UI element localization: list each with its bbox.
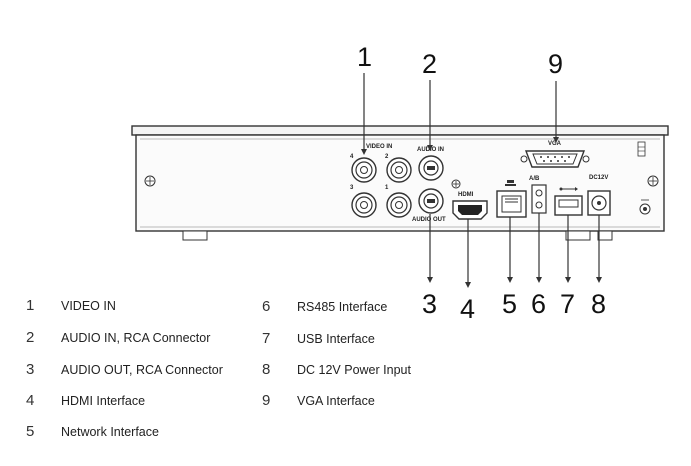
callout-6: 6 bbox=[531, 289, 546, 319]
legend-number: 6 bbox=[262, 298, 271, 315]
legend-item-4: 4 HDMI Interface bbox=[26, 392, 145, 409]
screw-right-icon bbox=[647, 175, 659, 187]
legend-text: USB Interface bbox=[297, 332, 375, 346]
legend-number: 5 bbox=[26, 423, 35, 440]
legend-text: HDMI Interface bbox=[61, 394, 146, 408]
video-in-group: VIDEO IN 4 2 3 1 bbox=[350, 144, 412, 218]
callout-2: 2 bbox=[422, 49, 437, 79]
video-in-label: VIDEO IN bbox=[366, 144, 392, 150]
callout-9: 9 bbox=[548, 49, 563, 79]
network-port bbox=[496, 180, 527, 218]
legend-item-2: 2 AUDIO IN, RCA Connector bbox=[26, 329, 210, 346]
vent-icon bbox=[637, 141, 646, 157]
legend-number: 8 bbox=[262, 361, 271, 378]
callout-arrows bbox=[361, 73, 602, 288]
callout-7: 7 bbox=[560, 289, 575, 319]
channel-3-label: 3 bbox=[350, 185, 354, 191]
channel-4-label: 4 bbox=[350, 154, 354, 160]
ab-label: A/B bbox=[529, 176, 540, 182]
legend-number: 3 bbox=[26, 361, 35, 378]
legend-text: RS485 Interface bbox=[297, 300, 388, 314]
legend-item-1: 1 VIDEO IN bbox=[26, 297, 116, 314]
channel-1-label: 1 bbox=[385, 185, 389, 191]
legend-number: 4 bbox=[26, 392, 35, 409]
legend-item-6: 6 RS485 Interface bbox=[262, 298, 387, 315]
callout-1: 1 bbox=[357, 42, 372, 72]
callout-8: 8 bbox=[591, 289, 606, 319]
legend-text: AUDIO OUT, RCA Connector bbox=[61, 363, 223, 377]
ground-icon bbox=[639, 199, 651, 215]
bnc-connector-2-icon bbox=[386, 157, 412, 183]
legend-number: 9 bbox=[262, 392, 271, 409]
callout-5: 5 bbox=[502, 289, 517, 319]
legend-item-9: 9 VGA Interface bbox=[262, 392, 375, 409]
legend-number: 2 bbox=[26, 329, 35, 346]
bnc-connector-1-icon bbox=[386, 192, 412, 218]
channel-2-label: 2 bbox=[385, 154, 389, 160]
ground-screw-icon bbox=[451, 179, 461, 189]
vga-label: VGA bbox=[548, 141, 562, 147]
legend-text: Network Interface bbox=[61, 425, 159, 439]
legend-text: DC 12V Power Input bbox=[297, 363, 411, 377]
dc-power-port: DC12V bbox=[587, 175, 611, 216]
hdmi-port: HDMI bbox=[452, 192, 488, 220]
network-icon bbox=[505, 180, 516, 186]
legend-item-8: 8 DC 12V Power Input bbox=[262, 361, 411, 378]
legend-number: 1 bbox=[26, 297, 35, 314]
audio-out-label: AUDIO OUT bbox=[412, 217, 446, 223]
device-chassis bbox=[131, 125, 669, 241]
bnc-connector-3-icon bbox=[351, 192, 377, 218]
legend-number: 7 bbox=[262, 330, 271, 347]
audio-out-connector: AUDIO OUT bbox=[412, 188, 446, 223]
hdmi-label: HDMI bbox=[458, 192, 474, 198]
callout-4: 4 bbox=[460, 294, 475, 324]
audio-in-connector: AUDIO IN bbox=[417, 147, 444, 181]
legend-item-5: 5 Network Interface bbox=[26, 423, 159, 440]
legend-item-7: 7 USB Interface bbox=[262, 330, 375, 347]
legend-text: AUDIO IN, RCA Connector bbox=[61, 331, 211, 345]
dc12v-label: DC12V bbox=[589, 175, 608, 181]
legend-item-3: 3 AUDIO OUT, RCA Connector bbox=[26, 361, 223, 378]
legend-text: VIDEO IN bbox=[61, 299, 116, 313]
screw-left-icon bbox=[144, 175, 156, 187]
vga-port: VGA bbox=[520, 141, 590, 168]
callout-3: 3 bbox=[422, 289, 437, 319]
legend-text: VGA Interface bbox=[297, 394, 375, 408]
usb-icon bbox=[559, 187, 578, 191]
bnc-connector-4-icon bbox=[351, 157, 377, 183]
